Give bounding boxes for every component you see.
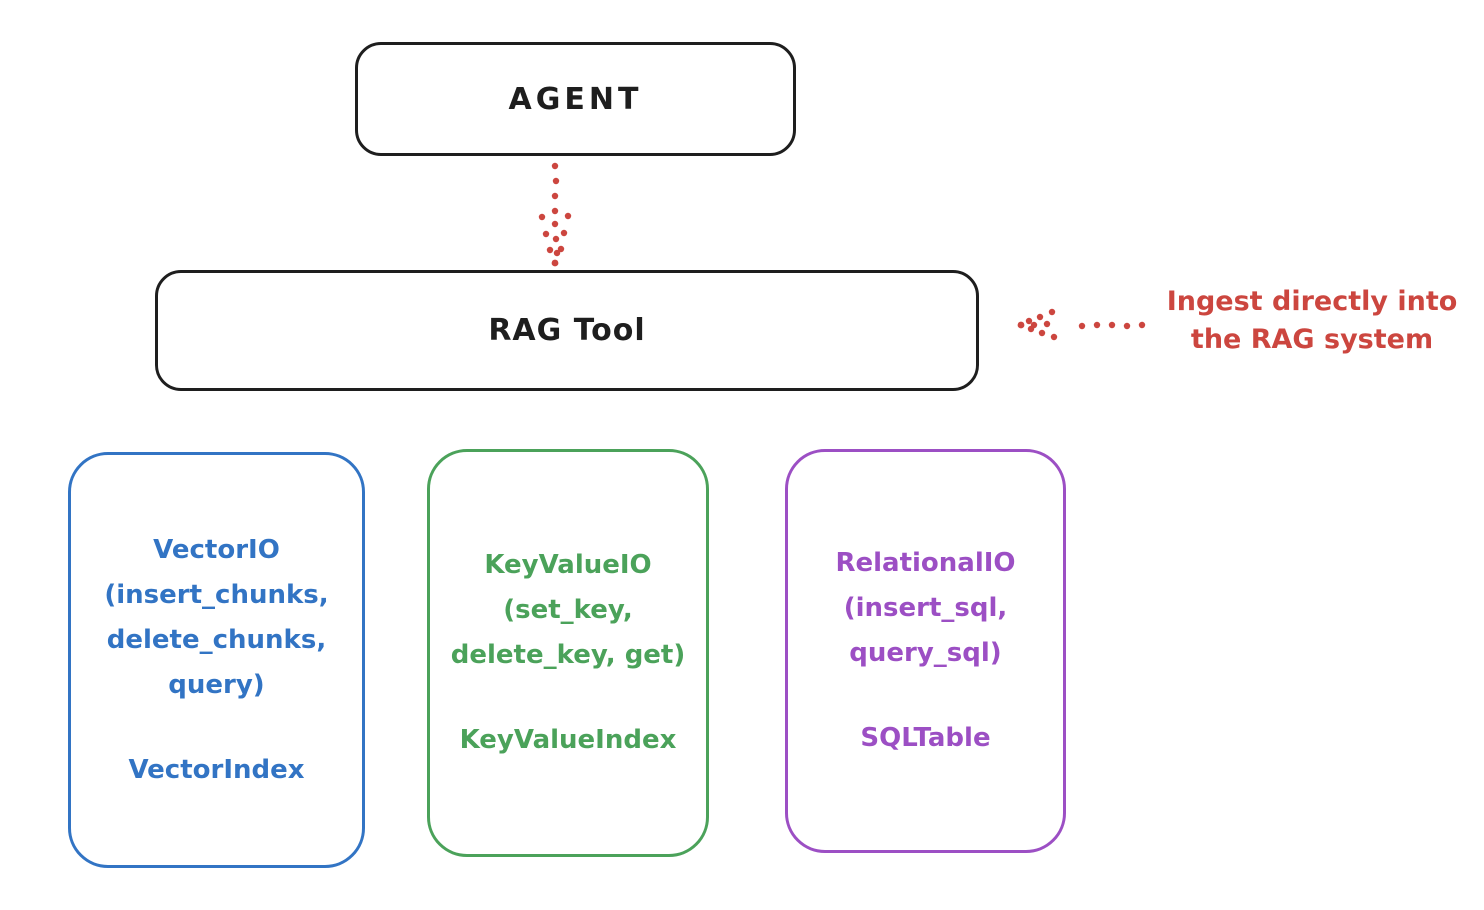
provider-line: query_sql) [849, 638, 1002, 668]
agent-box: AGENT [355, 42, 796, 156]
provider-index-label: SQLTable [860, 723, 991, 753]
ingest-annotation-line2: the RAG system [1190, 324, 1434, 355]
rag-tool-label: RAG Tool [488, 313, 646, 348]
provider-line: (insert_sql, [843, 593, 1008, 623]
provider-line: VectorIO [153, 534, 280, 565]
rag-tool-box: RAG Tool [155, 270, 979, 391]
provider-line: KeyValueIO [484, 550, 652, 580]
agent-label: AGENT [508, 81, 643, 117]
provider-box-keyvalue-io: KeyValueIO (set_key, delete_key, get) Ke… [427, 449, 709, 857]
provider-line: (insert_chunks, [104, 579, 329, 610]
provider-line: delete_chunks, [106, 624, 327, 655]
provider-line: query) [168, 669, 265, 700]
ingest-annotation-line1: Ingest directly into [1166, 286, 1458, 317]
provider-box-relational-io: RelationalIO (insert_sql, query_sql) SQL… [785, 449, 1066, 853]
arrow-down-icon [538, 162, 572, 267]
provider-index-label: KeyValueIndex [459, 725, 677, 755]
provider-line: delete_key, get) [450, 640, 686, 670]
arrow-left-icon [1017, 308, 1146, 341]
provider-line: (set_key, [503, 595, 633, 625]
provider-line: RelationalIO [835, 548, 1016, 578]
provider-index-label: VectorIndex [128, 754, 305, 785]
ingest-annotation: Ingest directly into the RAG system [1140, 283, 1484, 359]
provider-box-vector-io: VectorIO (insert_chunks, delete_chunks, … [68, 452, 365, 868]
